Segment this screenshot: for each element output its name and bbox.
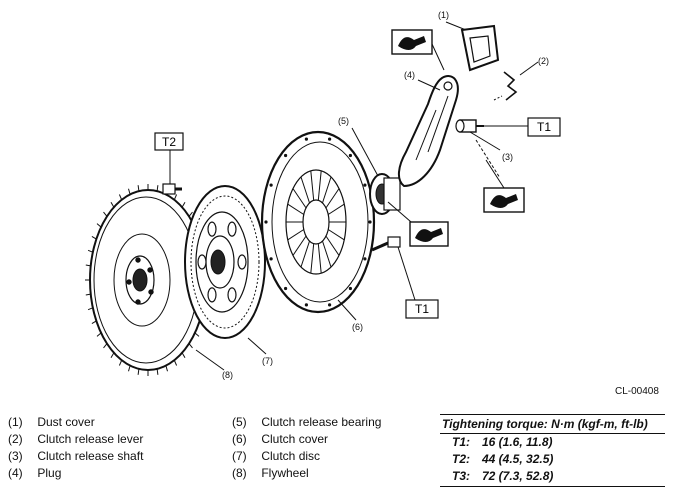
legend-item: (2) Clutch release lever xyxy=(8,432,144,446)
t1-bolt-lower xyxy=(371,236,401,252)
callout-2: (2) xyxy=(538,56,549,66)
callout-4: (4) xyxy=(404,70,415,80)
callout-1: (1) xyxy=(438,10,449,20)
t2-tag: T2 xyxy=(154,132,184,151)
legend-item: (6) Clutch cover xyxy=(232,432,329,446)
svg-text:T1: T1 xyxy=(537,120,551,134)
callout-8: (8) xyxy=(222,370,233,380)
legend-item: (1) Dust cover xyxy=(8,415,95,429)
grease-icon xyxy=(409,221,449,247)
release-shaft xyxy=(455,119,484,133)
legend-column-1: (1) Dust cover (2) Clutch release lever … xyxy=(8,414,143,482)
callout-6: (6) xyxy=(352,322,363,332)
callout-7: (7) xyxy=(262,356,273,366)
t2-bolt xyxy=(162,183,182,195)
legend-item: (5) Clutch release bearing xyxy=(232,415,382,429)
callout-5: (5) xyxy=(338,116,349,126)
legend-item: (3) Clutch release shaft xyxy=(8,449,144,463)
torque-table: Tightening torque: N·m (kgf-m, ft-lb) T1… xyxy=(440,414,665,487)
release-lever xyxy=(398,75,459,188)
torque-row: T2:44 (4.5, 32.5) xyxy=(452,452,554,466)
t1-tag-lower: T1 xyxy=(405,299,439,319)
svg-text:T2: T2 xyxy=(162,135,176,149)
legend-column-2: (5) Clutch release bearing (6) Clutch co… xyxy=(232,414,381,482)
clutch-disc xyxy=(184,185,266,339)
legend-item: (8) Flywheel xyxy=(232,466,309,480)
torque-heading: Tightening torque: N·m (kgf-m, ft-lb) xyxy=(440,414,665,434)
legend-item: (4) Plug xyxy=(8,466,62,480)
grease-icon xyxy=(391,29,433,55)
callout-3: (3) xyxy=(502,152,513,162)
torque-row: T3:72 (7.3, 52.8) xyxy=(452,469,554,483)
torque-footer-rule xyxy=(440,486,665,487)
retainer-clip xyxy=(493,71,518,101)
svg-text:T1: T1 xyxy=(415,302,429,316)
clutch-cover xyxy=(260,130,376,314)
legend-item: (7) Clutch disc xyxy=(232,449,321,463)
t1-tag-upper: T1 xyxy=(527,117,561,137)
dust-cover xyxy=(460,24,500,72)
figure-code: CL-00408 xyxy=(615,386,659,397)
torque-row: T1:16 (1.6, 11.8) xyxy=(452,435,553,449)
grease-icon xyxy=(483,187,525,213)
